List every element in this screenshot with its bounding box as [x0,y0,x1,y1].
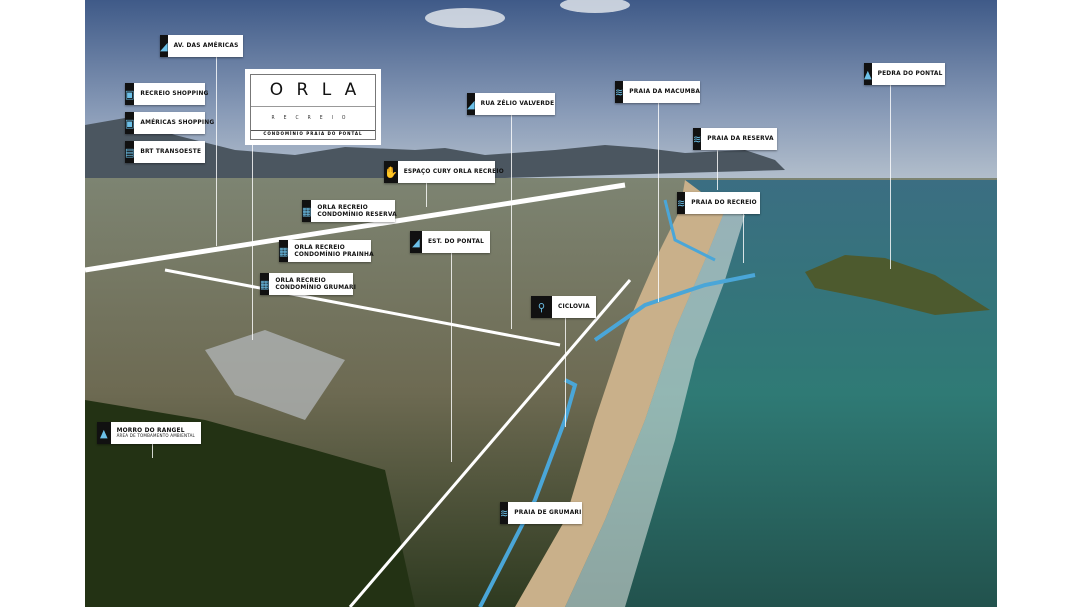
pin-line [426,182,427,207]
logo-letter: A [344,80,357,101]
map-label-av-americas: ◢ AV. DAS AMÉRICAS [160,35,243,57]
map-label-espaco-cury: ✋ ESPAÇO CURY ORLA RECREIO [384,161,504,183]
swimmer-icon: ≋ [693,128,702,150]
pin-line [743,213,744,263]
logo-letter: L [321,80,332,101]
handshake-icon: ✋ [384,161,398,183]
label-text: BRT TRANSOESTE [140,147,202,156]
logo-tagline: CONDOMÍNIO PRAIA DO PONTAL [251,130,375,139]
aerial-photo [85,0,997,607]
map-label-praia-recreio: ≋ PRAIA DO RECREIO [677,192,760,214]
pin-line [216,56,217,246]
building-icon: ▦ [260,273,270,295]
logo-letter: O [269,80,284,101]
label-text: ORLA RECREIO [317,202,368,211]
pin-line [152,443,153,458]
pin-line [511,114,512,329]
pin-line [565,317,566,427]
pin-line [717,150,718,190]
bus-icon: ▤ [125,141,135,163]
map-label-praia-grumari: ≋ PRAIA DE GRUMARI [500,502,582,524]
label-text: RUA ZÉLIO VALVERDE [480,99,555,108]
label-subtext: CONDOMÍNIO GRUMARI [275,283,357,291]
logo-letter: R [296,80,309,101]
map-label-zelio: ◢ RUA ZÉLIO VALVERDE [467,93,555,115]
label-text: ORLA RECREIO [275,275,326,284]
map-label-brt: ▤ BRT TRANSOESTE [125,141,205,163]
label-text: ESPAÇO CURY ORLA RECREIO [403,167,504,176]
label-text: RECREIO SHOPPING [140,89,209,98]
map-label-praia-reserva: ≋ PRAIA DA RESERVA [693,128,777,150]
pin-line [451,252,452,462]
label-text: PEDRA DO PONTAL [877,69,943,78]
label-text: ORLA RECREIO [294,242,345,251]
label-text: PRAIA DA RESERVA [707,134,774,143]
building-icon: ▦ [279,240,289,262]
mountain-icon: ▲ [864,63,872,85]
pin-line [252,145,253,340]
label-text: AMÉRICAS SHOPPING [140,118,215,127]
shopping-bag-icon: ▣ [125,83,135,105]
label-text: AV. DAS AMÉRICAS [173,41,239,50]
swimmer-icon: ≋ [677,192,686,214]
aerial-map [85,0,997,607]
map-label-macumba: ≋ PRAIA DA MACUMBA [615,81,700,103]
map-label-ciclovia: ⚲ CICLOVIA [531,296,596,318]
pin-line [890,84,891,269]
label-text: PRAIA DE GRUMARI [514,508,582,517]
building-icon: ▦ [302,200,312,222]
label-text: MORRO DO RANGEL [116,425,185,434]
label-text: EST. DO PONTAL [427,237,484,246]
map-label-est-pontal: ◢ EST. DO PONTAL [410,231,490,253]
map-label-pedra-pontal: ▲ PEDRA DO PONTAL [864,63,945,85]
swimmer-icon: ≋ [500,502,509,524]
pin-line [658,102,659,302]
map-label-americas-shopping: ▣ AMÉRICAS SHOPPING [125,112,214,134]
mountain-icon: ▲ [97,422,111,444]
logo-subtitle: RECREIO [271,115,355,122]
label-subtext: CONDOMÍNIO PRAINHA [294,250,374,258]
road-icon: ◢ [160,35,168,57]
label-text: CICLOVIA [558,302,590,311]
swimmer-icon: ≋ [615,81,624,103]
shopping-bag-icon: ▣ [125,112,135,134]
map-label-recreio-shopping: ▣ RECREIO SHOPPING [125,83,209,105]
bicycle-icon: ⚲ [531,296,552,318]
road-icon: ◢ [410,231,422,253]
label-text: PRAIA DA MACUMBA [629,87,701,96]
label-text: PRAIA DO RECREIO [691,198,757,207]
label-subtext: CONDOMÍNIO RESERVA [317,210,397,218]
label-subtext: ÁREA DE TOMBAMENTO AMBIENTAL [116,434,195,440]
road-icon: ◢ [467,93,475,115]
